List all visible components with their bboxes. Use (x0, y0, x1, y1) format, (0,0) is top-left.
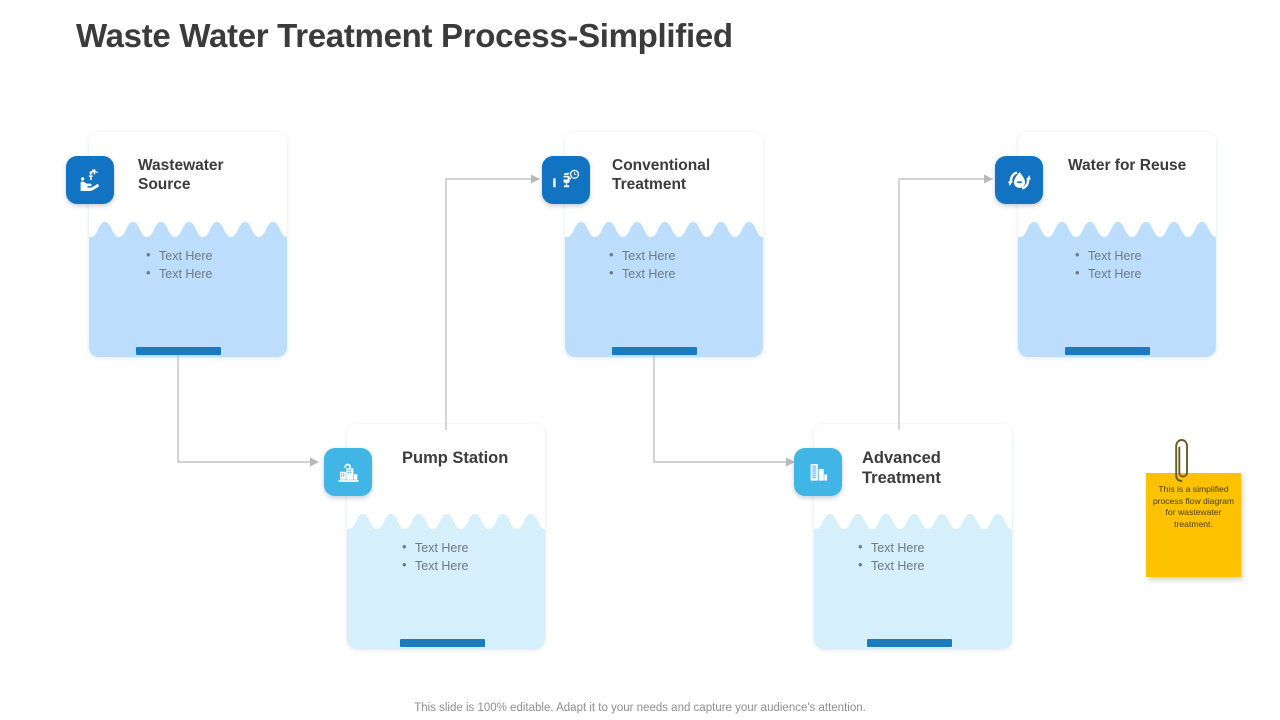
treatment-tower-icon (810, 463, 828, 481)
sticky-note-text: This is a simplified process flow diagra… (1152, 484, 1235, 529)
card-water-for-reuse[interactable]: Water for Reuse Text Here Text Here (1018, 132, 1216, 357)
icon-tile-pump-tanks[interactable] (324, 448, 372, 496)
card-bullet-list: Text Here Text Here (1075, 246, 1142, 283)
card-accent-bar (400, 639, 485, 647)
card-title: Pump Station (402, 449, 509, 467)
card-bullet-list: Text Here Text Here (609, 246, 676, 283)
list-item: Text Here (858, 556, 925, 575)
list-item: Text Here (609, 246, 676, 265)
card-bullet-list: Text Here Text Here (146, 246, 213, 283)
connector-source-to-pump (177, 355, 319, 467)
card-water-body (1018, 220, 1216, 357)
list-item: Text Here (609, 264, 676, 283)
card-water-body (347, 512, 545, 649)
card-bullet-list: Text Here Text Here (858, 538, 925, 575)
card-wastewater-source[interactable]: Wastewater Source Text Here Text Here (89, 132, 287, 357)
paperclip-icon (1175, 439, 1188, 482)
card-header (1018, 132, 1216, 220)
card-title: Conventional Treatment (612, 157, 711, 193)
icon-tile-faucet-hand[interactable] (66, 156, 114, 204)
card-header (814, 424, 1012, 512)
card-accent-bar (1065, 347, 1150, 355)
list-item: Text Here (146, 264, 213, 283)
list-item: Text Here (1075, 264, 1142, 283)
page-title: Waste Water Treatment Process-Simplified (76, 17, 733, 54)
wave-scallops-icon (347, 512, 545, 529)
card-header (565, 132, 763, 220)
list-item: Text Here (146, 246, 213, 265)
connector-advanced-to-reuse (898, 174, 993, 430)
card-accent-bar (136, 347, 221, 355)
list-item: Text Here (402, 538, 469, 557)
card-pump-station[interactable]: Pump Station Text Here Text Here (347, 424, 545, 649)
footer-note: This slide is 100% editable. Adapt it to… (414, 702, 866, 714)
card-accent-bar (612, 347, 697, 355)
card-header (347, 424, 545, 512)
icon-tile-faucet-gauge[interactable] (542, 156, 590, 204)
sticky-note[interactable]: This is a simplified process flow diagra… (1146, 473, 1241, 577)
wave-scallops-icon (1018, 220, 1216, 237)
list-item: Text Here (402, 556, 469, 575)
pump-tanks-icon (337, 463, 359, 482)
card-accent-bar (867, 639, 952, 647)
card-title: Water for Reuse (1068, 157, 1187, 174)
wave-scallops-icon (814, 512, 1012, 529)
connector-conventional-to-advanced (653, 355, 795, 467)
list-item: Text Here (1075, 246, 1142, 265)
faucet-hand-icon (80, 168, 99, 191)
card-water-body (814, 512, 1012, 649)
wave-scallops-icon (89, 220, 287, 237)
card-bullet-list: Text Here Text Here (402, 538, 469, 575)
card-water-body (565, 220, 763, 357)
water-recycle-icon (1007, 170, 1031, 190)
connector-pump-to-conventional (445, 174, 540, 430)
faucet-gauge-icon (553, 169, 580, 188)
card-water-body (89, 220, 287, 357)
card-title: Wastewater Source (138, 157, 224, 193)
card-advanced-treatment[interactable]: Advanced Treatment Text Here Text Here (814, 424, 1012, 649)
card-title: Advanced Treatment (862, 449, 941, 487)
icon-tile-water-recycle[interactable] (995, 156, 1043, 204)
card-header (89, 132, 287, 220)
list-item: Text Here (858, 538, 925, 557)
wave-scallops-icon (565, 220, 763, 237)
card-conventional-treatment[interactable]: Conventional Treatment Text Here Text He… (565, 132, 763, 357)
icon-tile-treatment-tower[interactable] (794, 448, 842, 496)
